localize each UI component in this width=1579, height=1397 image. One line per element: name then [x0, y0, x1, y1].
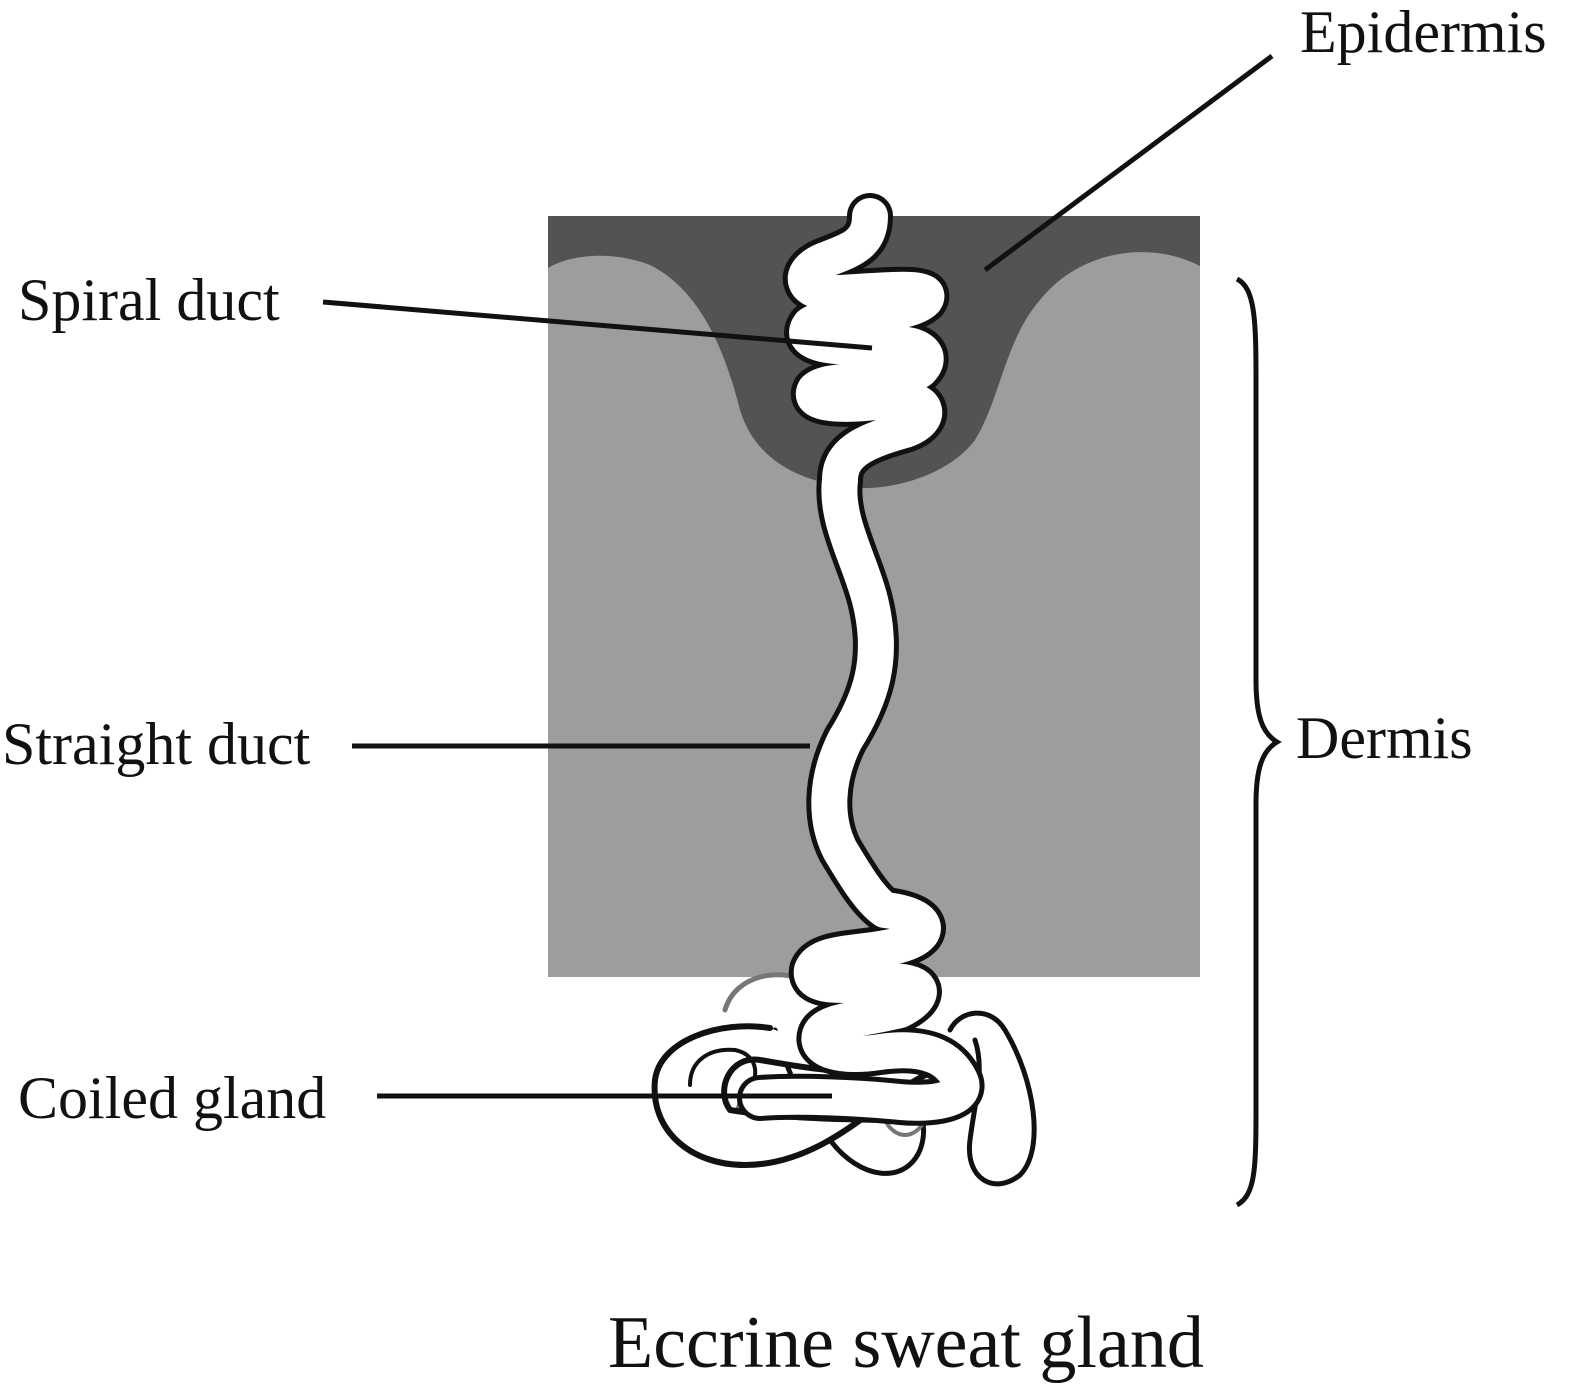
straight-duct-label: Straight duct [2, 711, 311, 777]
leader-lines [322, 53, 1274, 1099]
epidermis-leader [983, 53, 1274, 273]
dermis-label: Dermis [1296, 705, 1473, 771]
epidermis-label: Epidermis [1300, 0, 1547, 65]
dermis-brace [1235, 276, 1282, 1208]
spiral-duct-label: Spiral duct [18, 267, 280, 333]
spiral-duct-leader [322, 299, 873, 351]
figure-caption: Eccrine sweat gland [608, 1302, 1204, 1384]
coiled-gland-label: Coiled gland [18, 1065, 327, 1131]
duct [737, 193, 984, 1126]
